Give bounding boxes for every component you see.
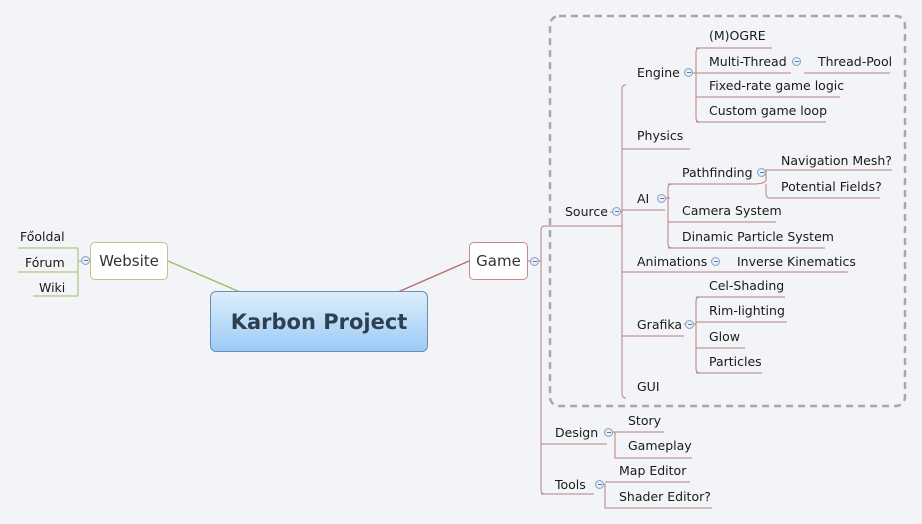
design-collapse-icon[interactable]	[604, 428, 613, 437]
subtopic-gameplay[interactable]: Gameplay	[628, 438, 692, 453]
subtopic-map-editor[interactable]: Map Editor	[619, 463, 687, 478]
topic-website-label: Website	[99, 252, 159, 270]
subtopic-rimlighting[interactable]: Rim-lighting	[709, 303, 785, 318]
website-collapse-icon[interactable]	[81, 256, 90, 265]
subtopic-glow[interactable]: Glow	[709, 329, 741, 344]
subtopic-fixedrate[interactable]: Fixed-rate game logic	[709, 78, 845, 93]
subtopic-threadpool[interactable]: Thread-Pool	[818, 54, 893, 69]
connector-game	[397, 260, 470, 293]
subtopic-customloop[interactable]: Custom game loop	[709, 103, 827, 118]
connector-website	[167, 260, 241, 293]
subtopic-foldal[interactable]: Főoldal	[20, 229, 65, 244]
subtopic-tools[interactable]: Tools	[555, 477, 586, 492]
subtopic-forum[interactable]: Fórum	[25, 255, 65, 270]
subtopic-gui[interactable]: GUI	[637, 379, 660, 394]
source-collapse-icon[interactable]	[612, 207, 621, 216]
subtopic-engine[interactable]: Engine	[637, 65, 680, 80]
subtopic-navmesh[interactable]: Navigation Mesh?	[781, 153, 892, 168]
subtopic-shader-editor[interactable]: Shader Editor?	[619, 489, 711, 504]
subtopic-multithread[interactable]: Multi-Thread	[709, 54, 787, 69]
central-topic[interactable]: Karbon Project	[210, 291, 428, 352]
subtopic-physics[interactable]: Physics	[637, 128, 684, 143]
subtopic-grafika[interactable]: Grafika	[637, 317, 683, 332]
game-collapse-icon[interactable]	[530, 257, 539, 266]
subtopic-celshading[interactable]: Cel-Shading	[709, 278, 785, 293]
engine-collapse-icon[interactable]	[684, 68, 693, 77]
subtopic-ik[interactable]: Inverse Kinematics	[737, 254, 856, 269]
subtopic-ai[interactable]: AI	[637, 191, 650, 206]
grafika-collapse-icon[interactable]	[685, 320, 694, 329]
topic-game[interactable]: Game	[469, 242, 528, 280]
subtopic-pathfinding[interactable]: Pathfinding	[682, 165, 753, 180]
subtopic-mogre[interactable]: (M)OGRE	[709, 28, 766, 43]
pathfinding-collapse-icon[interactable]	[757, 168, 766, 177]
topic-website[interactable]: Website	[90, 242, 168, 280]
subtopic-animations[interactable]: Animations	[637, 254, 708, 269]
subtopic-design[interactable]: Design	[555, 425, 599, 440]
subtopic-particles[interactable]: Particles	[709, 354, 762, 369]
central-topic-title: Karbon Project	[230, 309, 408, 334]
subtopic-potential[interactable]: Potential Fields?	[781, 179, 882, 194]
subtopic-wiki[interactable]: Wiki	[39, 280, 66, 295]
source-boundary	[548, 14, 907, 408]
multithread-collapse-icon[interactable]	[792, 57, 801, 66]
subtopic-source[interactable]: Source	[565, 204, 608, 219]
subtopic-story[interactable]: Story	[628, 413, 662, 428]
animations-collapse-icon[interactable]	[711, 257, 720, 266]
ai-collapse-icon[interactable]	[657, 194, 666, 203]
tools-collapse-icon[interactable]	[595, 480, 604, 489]
subtopic-particle-system[interactable]: Dinamic Particle System	[682, 229, 834, 244]
subtopic-camera[interactable]: Camera System	[682, 203, 782, 218]
topic-game-label: Game	[476, 252, 521, 270]
